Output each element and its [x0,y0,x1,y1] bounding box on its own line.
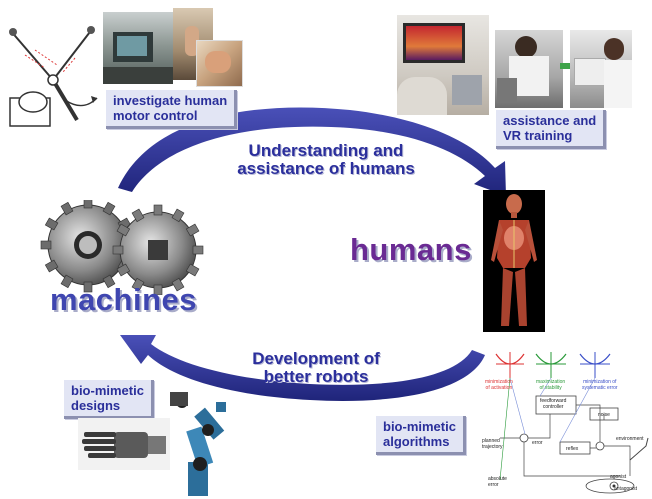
arm-mechanism-sketch [9,26,98,127]
planned-line-2: trajectory [482,444,503,450]
minimization-systematic-line-2: systematic error [582,385,618,391]
algorithms-line-1: bio-mimetic [383,419,456,434]
machines-label: machines [50,282,198,317]
lab-photo-3 [196,40,243,87]
agonist-text: agonist [610,474,627,480]
biomimetic-designs-caption: bio-mimetic designs [64,380,154,419]
absolute-error-line-1: absolute [488,476,507,482]
minimization-activation-text: minimization of activation [485,379,513,391]
control-block-diagram [495,352,649,494]
top-arrow-line-1: Understanding and [248,141,404,160]
bottom-arrow-label: Development of better robots [236,350,396,386]
environment-text: environment [616,436,644,442]
biomimetic-algorithms-caption: bio-mimetic algorithms [376,416,466,455]
absolute-error-line-2: error [488,482,499,488]
top-arc-arrow [118,107,506,196]
designs-line-2: designs [71,398,121,413]
algorithms-line-2: algorithms [383,434,450,449]
maximization-stability-line-2: of stability [539,385,562,391]
microscope-photo [495,30,563,108]
investigate-caption: investigate human motor control [106,90,238,129]
bottom-arrow-line-1: Development of [252,349,380,368]
noise-text: noise [598,412,610,418]
designs-line-1: bio-mimetic [71,383,144,398]
bottom-arc-arrow [120,335,485,401]
planned-line-1: planned [482,438,500,444]
vr-monitor-photo [397,15,489,115]
robot-arm-image [170,392,226,496]
investigate-line-1: investigate human [113,93,228,108]
assistance-line-1: assistance and [503,113,597,128]
top-arrow-line-2: assistance of humans [237,159,415,178]
maximization-stability-line-1: maximization [536,379,566,385]
gears-image [40,200,204,295]
feedforward-line-2: controller [542,404,564,410]
reflex-text: reflex [566,446,579,452]
absolute-error-text: absolute error [488,476,507,488]
maximization-stability-text: maximization of stability [536,379,565,391]
humans-label: humans [350,232,472,267]
investigate-line-2: motor control [113,108,198,123]
minimization-systematic-line-1: minimization of [583,379,617,385]
green-arrow-icon [560,63,574,69]
top-arrow-label: Understanding and assistance of humans [228,142,424,178]
assistance-line-2: VR training [503,128,573,143]
feedforward-controller-text: feedforward controller [540,398,566,410]
feedforward-line-1: feedforward [540,398,567,404]
error-text: error [532,440,543,446]
vr-training-photo [570,30,632,108]
minimization-systematic-text: minimization of systematic error [582,379,618,391]
minimization-activation-line-1: minimization [485,379,513,385]
planned-trajectory-text: planned trajectory [482,438,503,450]
robot-hand-image [78,418,170,470]
antagonist-text: antagonist [614,486,638,492]
minimization-activation-line-2: of activation [485,385,513,391]
bottom-arrow-line-2: better robots [263,367,369,386]
assistance-caption: assistance and VR training [496,110,607,149]
lab-photo-1 [103,12,173,84]
human-anatomy-image [483,190,545,332]
